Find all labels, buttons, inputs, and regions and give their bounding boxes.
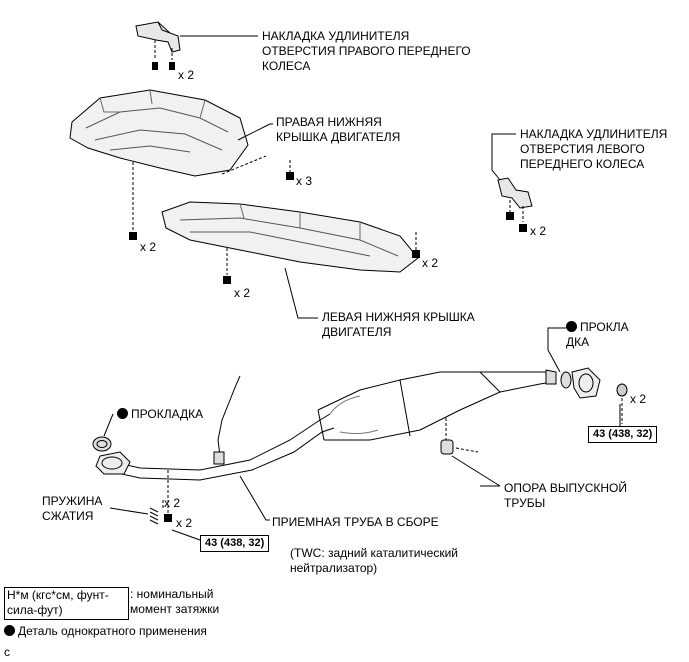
torque-rear: 43 (438, 32) bbox=[588, 426, 658, 443]
legend-single-use: Деталь однократного применения bbox=[4, 624, 207, 639]
label-left-engine-cover: ЛЕВАЯ НИЖНЯЯ КРЫШКА ДВИГАТЕЛЯ bbox=[322, 310, 475, 339]
qty-cover-right: x 2 bbox=[422, 256, 439, 270]
single-use-dot-icon bbox=[566, 321, 577, 332]
legend-unit-desc: : номинальный момент затяжки bbox=[130, 587, 220, 616]
label-right-engine-cover: ПРАВАЯ НИЖНЯЯ КРЫШКА ДВИГАТЕЛЯ bbox=[276, 115, 401, 144]
label-right-wheel-extension: НАКЛАДКА УДЛИНИТЕЛЯ ОТВЕРСТИЯ ПРАВОГО ПЕ… bbox=[262, 29, 471, 73]
right-engine-cover-part bbox=[69, 89, 249, 177]
single-use-dot-icon bbox=[117, 408, 128, 419]
right-wheel-extension-part bbox=[135, 21, 181, 53]
legend-single-use-text: Деталь однократного применения bbox=[18, 624, 207, 638]
qty-front-bolt: x 2 bbox=[176, 516, 193, 530]
label-gasket-rear: ПРОКЛА ДКА bbox=[566, 320, 629, 350]
qty-spring: x 2 bbox=[164, 496, 181, 510]
qty-cover-left: x 2 bbox=[140, 240, 157, 254]
label-front-pipe: ПРИЕМНАЯ ТРУБА В СБОРЕ bbox=[272, 515, 439, 529]
qty-rear-nut: x 2 bbox=[630, 392, 647, 406]
exhaust-support-part bbox=[440, 439, 454, 455]
legend-unit-text: Н*м (кгс*см, фунт- сила-фут) bbox=[7, 588, 109, 617]
legend-unit-box: Н*м (кгс*см, фунт- сила-фут) bbox=[4, 587, 129, 620]
torque-front: 43 (438, 32) bbox=[200, 535, 270, 552]
gasket-front-text: ПРОКЛАДКА bbox=[131, 407, 204, 421]
qty-right-cover: x 3 bbox=[296, 174, 313, 188]
qty-left-cover-bottom: x 2 bbox=[234, 286, 251, 300]
exhaust-assembly-part bbox=[103, 369, 557, 481]
twc-note: (TWC: задний каталитический нейтрализато… bbox=[290, 546, 458, 575]
single-use-dot-icon bbox=[4, 625, 15, 636]
label-gasket-front: ПРОКЛАДКА bbox=[117, 407, 203, 422]
qty-left-bolts: x 2 bbox=[530, 224, 547, 238]
front-flange-part bbox=[95, 451, 131, 475]
corner-code: c bbox=[4, 645, 10, 659]
qty-right-ext: x 2 bbox=[178, 68, 195, 82]
rear-gasket-part bbox=[560, 371, 572, 389]
front-gasket-part bbox=[92, 436, 112, 452]
label-spring: ПРУЖИНА СЖАТИЯ bbox=[42, 494, 103, 523]
gasket-rear-text: ПРОКЛА ДКА bbox=[566, 320, 629, 349]
left-engine-cover-part bbox=[161, 201, 419, 273]
label-left-wheel-extension: НАКЛАДКА УДЛИНИТЕЛЯ ОТВЕРСТИЯ ЛЕВОГО ПЕР… bbox=[520, 127, 668, 171]
left-wheel-extension-part bbox=[497, 177, 533, 209]
label-exhaust-support: ОПОРА ВЫПУСКНОЙ ТРУБЫ bbox=[504, 481, 627, 510]
